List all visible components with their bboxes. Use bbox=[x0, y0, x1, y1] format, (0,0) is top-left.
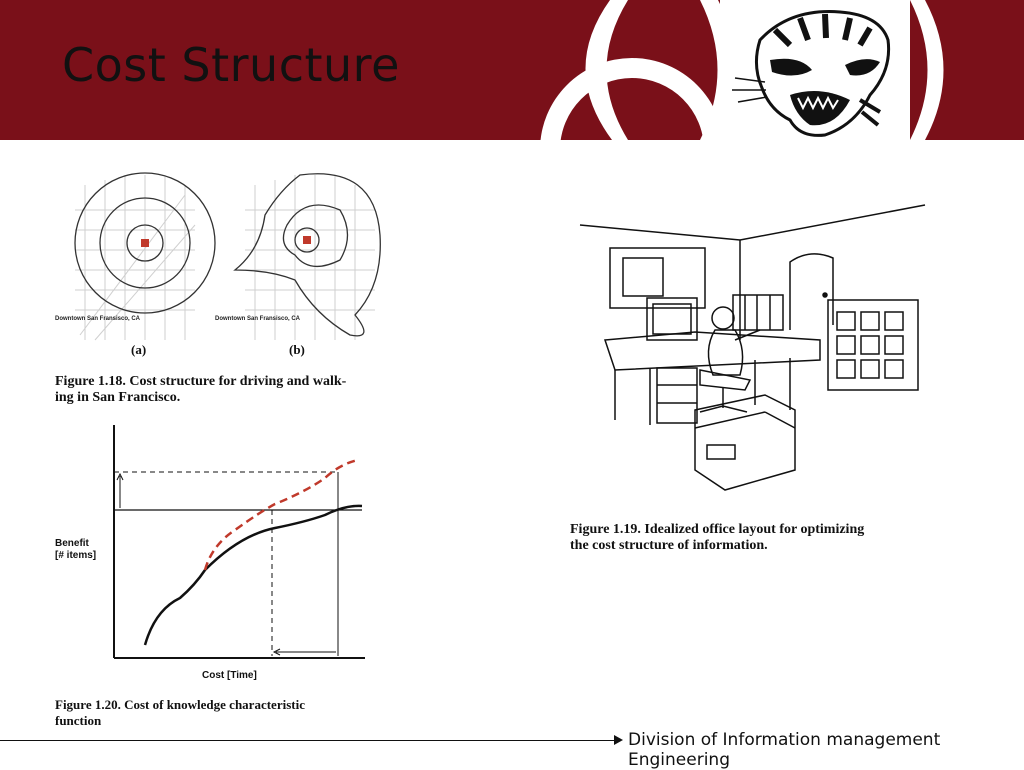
figure-1-20-caption: Figure 1.20. Cost of knowledge character… bbox=[55, 697, 305, 729]
caption-line: ing in San Francisco. bbox=[55, 390, 181, 405]
person-body bbox=[707, 329, 744, 376]
destination-marker-b bbox=[303, 236, 311, 244]
chair-base bbox=[699, 405, 748, 413]
figure-1-18-maps bbox=[74, 172, 381, 341]
computer-monitor bbox=[646, 297, 698, 341]
y-axis-label-line: Benefit bbox=[55, 538, 89, 549]
white-arc-right bbox=[910, 0, 944, 140]
caption-line: Figure 1.19. Idealized office layout for… bbox=[570, 522, 865, 537]
map-b-label: Downtown San Fransisco, CA bbox=[215, 316, 301, 322]
left-arrow-head bbox=[272, 648, 281, 656]
slide-title: Cost Structure bbox=[62, 38, 400, 92]
figure-1-18-caption: Figure 1.18. Cost structure for driving … bbox=[55, 374, 346, 406]
caption-line: function bbox=[55, 713, 102, 728]
figure-1-19-caption: Figure 1.19. Idealized office layout for… bbox=[570, 522, 864, 554]
desk-drawers bbox=[656, 367, 698, 424]
x-axis-label: Cost [Time] bbox=[202, 670, 257, 681]
caption-line: Figure 1.20. Cost of knowledge character… bbox=[55, 697, 305, 712]
ceiling-line-right bbox=[739, 204, 926, 241]
map-a bbox=[74, 172, 216, 341]
header-banner: Cost Structure bbox=[0, 0, 1024, 140]
sub-label-b: (b) bbox=[289, 342, 305, 357]
desk-top bbox=[603, 331, 821, 371]
wall-frame bbox=[622, 257, 664, 297]
printer-tray bbox=[706, 444, 736, 460]
y-axis-label-line: [# items] bbox=[55, 550, 97, 561]
map-b bbox=[233, 173, 381, 340]
figure-1-19-office bbox=[579, 204, 926, 491]
y-axis-label: Benefit [# items] bbox=[55, 538, 96, 562]
sub-label-a: (a) bbox=[131, 342, 147, 357]
map-a-label: Downtown San Fransisco, CA bbox=[55, 316, 141, 322]
ceiling-line-left bbox=[579, 224, 741, 241]
file-cabinet bbox=[827, 299, 919, 391]
knowledge-curve bbox=[143, 504, 363, 646]
whiteboard bbox=[609, 247, 706, 309]
door bbox=[789, 253, 834, 330]
header-decoration bbox=[540, 0, 944, 140]
destination-marker-a bbox=[141, 239, 149, 247]
white-arc-left bbox=[585, 0, 628, 140]
footer-rule bbox=[0, 740, 616, 741]
caption-line: the cost structure of information. bbox=[570, 538, 768, 553]
desk-legs bbox=[614, 358, 791, 425]
printer-cart bbox=[694, 394, 796, 491]
chair-seat bbox=[699, 369, 752, 391]
person-arm bbox=[734, 329, 761, 341]
footer-division-text: Division of Information management Engin… bbox=[628, 730, 941, 770]
figure-1-20-chart bbox=[113, 425, 365, 659]
up-arrow-head bbox=[116, 472, 124, 481]
improved-curve bbox=[203, 458, 359, 571]
caption-line: Figure 1.18. Cost structure for driving … bbox=[55, 374, 347, 389]
tiger-head-icon bbox=[732, 10, 891, 137]
person-head bbox=[711, 306, 735, 330]
arrow-right-icon bbox=[614, 735, 623, 745]
